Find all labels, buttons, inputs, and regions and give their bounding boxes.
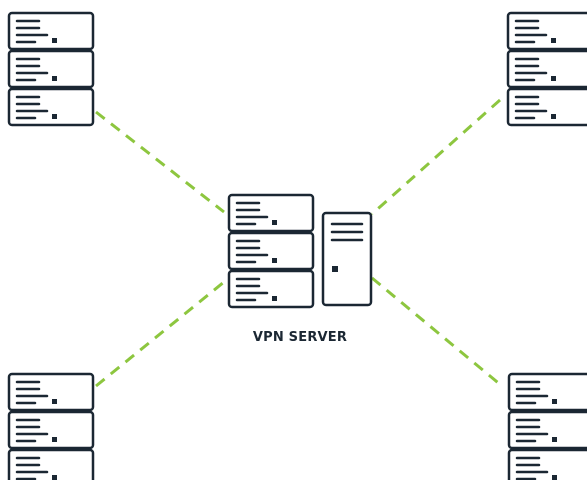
server-rack-top-right (508, 13, 587, 125)
vpn-server-rack (229, 195, 313, 307)
server-rack-bottom-left (9, 374, 93, 480)
vpn-server-label: VPN SERVER (252, 330, 348, 345)
connection-line-top-left (95, 110, 225, 214)
connection-line-bottom-left (95, 280, 225, 388)
vpn-server-tower (321, 211, 373, 307)
connection-line-top-right (371, 98, 501, 216)
connection-line-bottom-right (371, 276, 503, 388)
server-rack-top-left (9, 13, 93, 125)
server-rack-bottom-right (509, 374, 587, 480)
